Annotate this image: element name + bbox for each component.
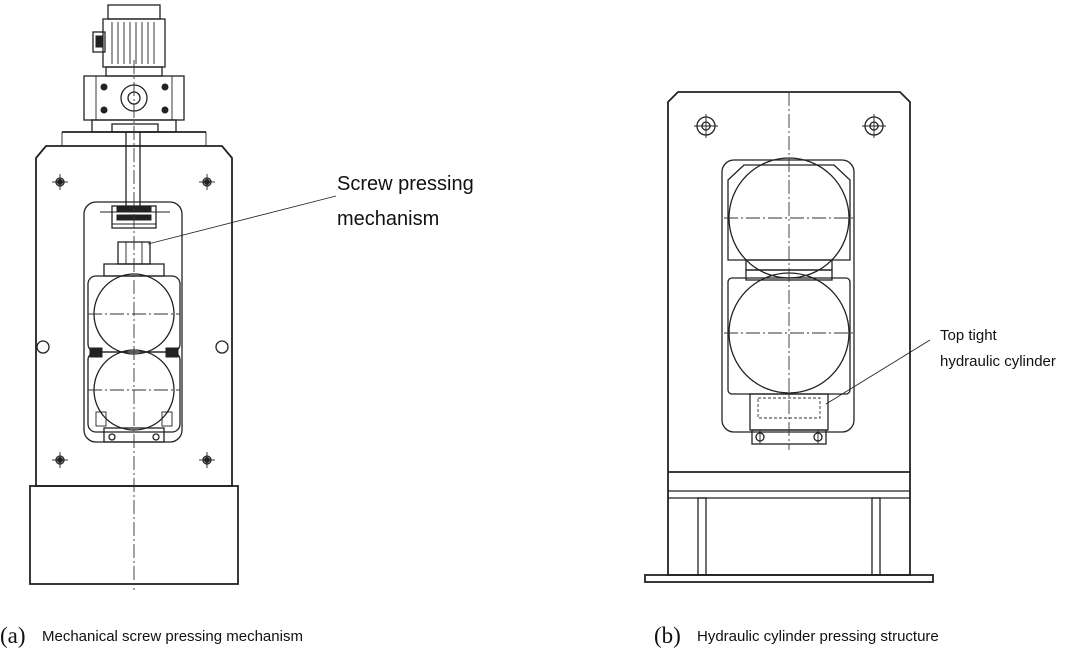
gearbox xyxy=(61,75,207,146)
annotation-screw-line1: Screw pressing xyxy=(337,173,474,195)
mechanical-screw-press-drawing xyxy=(29,4,337,590)
annotation-cylinder-line1: Top tight xyxy=(940,327,998,344)
caption-b-label: (b) xyxy=(654,623,681,648)
screw-pressing-mechanism xyxy=(100,132,170,277)
anchor-hole-symbol xyxy=(694,114,718,138)
roll-chock-bottom-b xyxy=(727,269,851,395)
caption-a-label: (a) xyxy=(0,623,26,648)
motor xyxy=(92,4,166,77)
annotation-screw-line2: mechanism xyxy=(337,208,439,230)
caption-b-text: Hydraulic cylinder pressing structure xyxy=(697,628,939,645)
bolt-symbol xyxy=(199,452,215,468)
leader-line xyxy=(147,195,337,245)
hydraulic-cylinder-press-drawing xyxy=(644,91,934,583)
frame-b xyxy=(644,91,934,583)
leader-line xyxy=(825,339,931,405)
bolt-symbol xyxy=(52,452,68,468)
bolt-symbol xyxy=(199,174,215,190)
anchor-hole-symbol xyxy=(862,114,886,138)
caption-a-text: Mechanical screw pressing mechanism xyxy=(42,628,303,645)
bolt-symbol xyxy=(52,174,68,190)
annotation-cylinder-line2: hydraulic cylinder xyxy=(940,353,1056,370)
